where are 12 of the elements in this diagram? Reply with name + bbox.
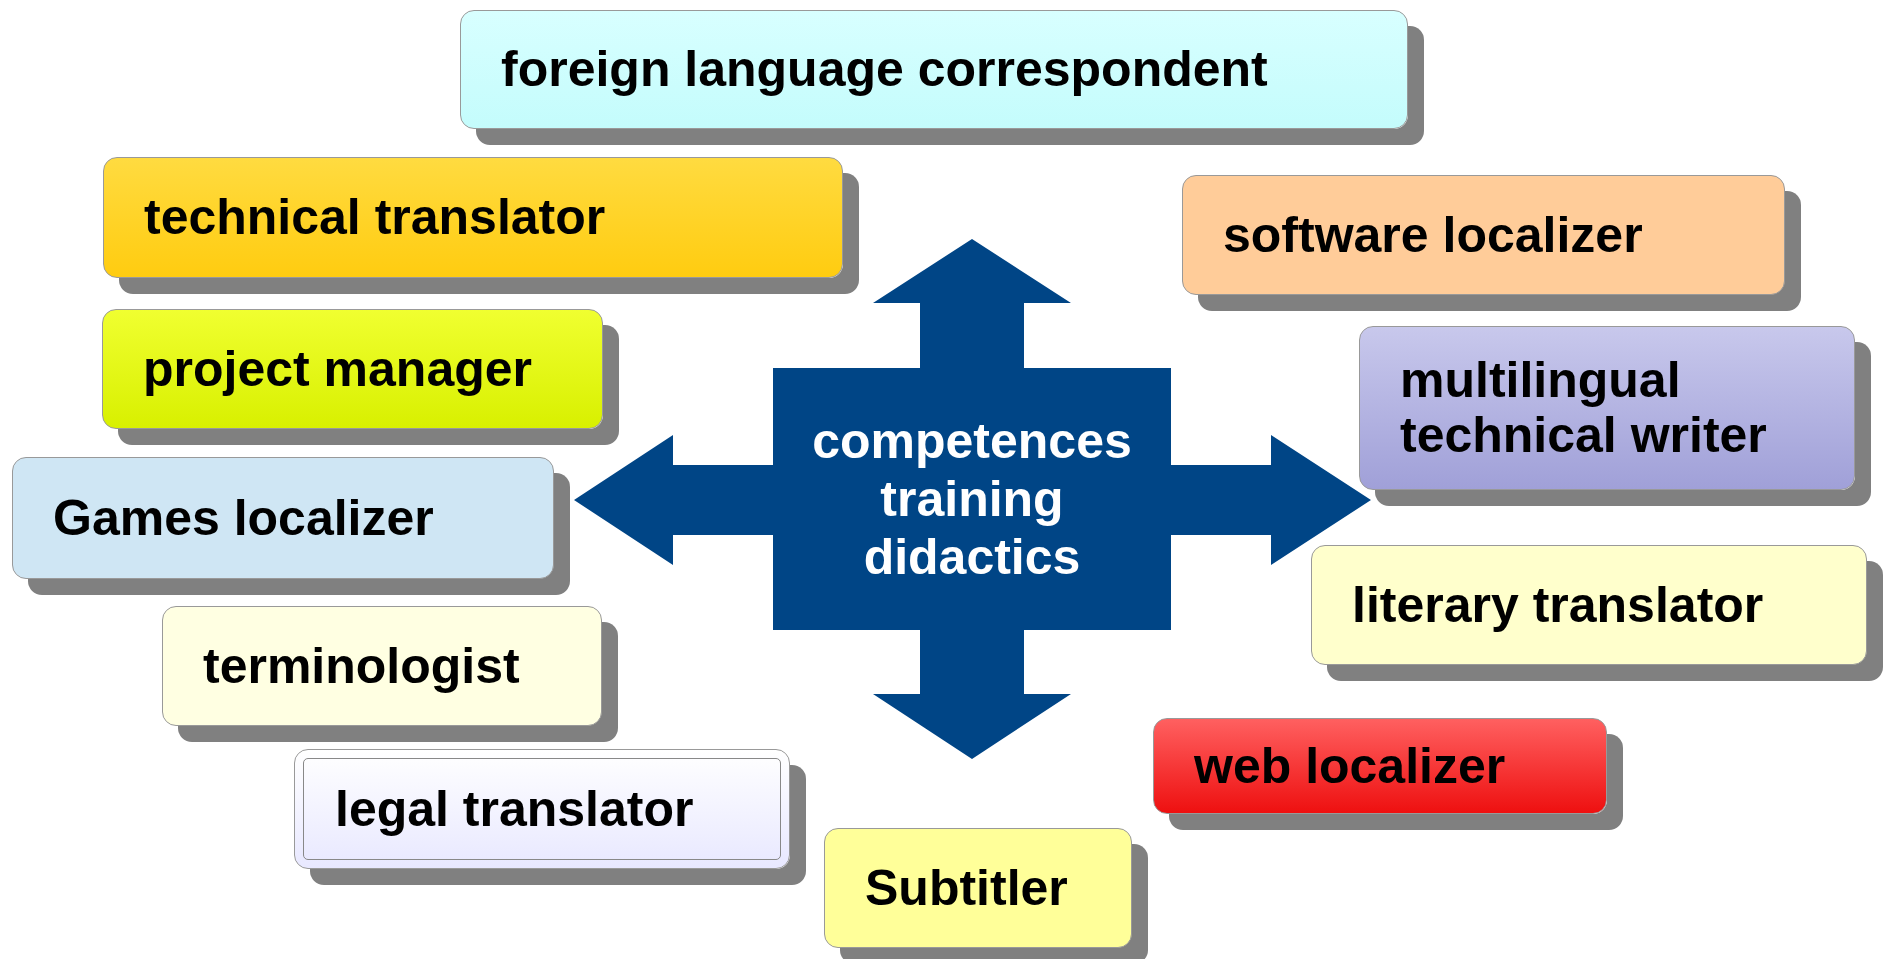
role-label: technical translator (144, 190, 606, 245)
role-label: foreign language correspondent (501, 42, 1268, 97)
role-label: Subtitler (865, 860, 1068, 916)
role-label: legal translator (335, 781, 694, 837)
role-label: multilingual technical writer (1400, 353, 1768, 463)
role-label: literary translator (1352, 577, 1764, 633)
role-label: project manager (143, 341, 532, 397)
role-label: Games localizer (53, 490, 434, 546)
center-label: competences training didactics (811, 412, 1133, 586)
role-label: terminologist (203, 638, 520, 694)
role-label: software localizer (1223, 207, 1643, 263)
role-label: web localizer (1194, 738, 1506, 794)
